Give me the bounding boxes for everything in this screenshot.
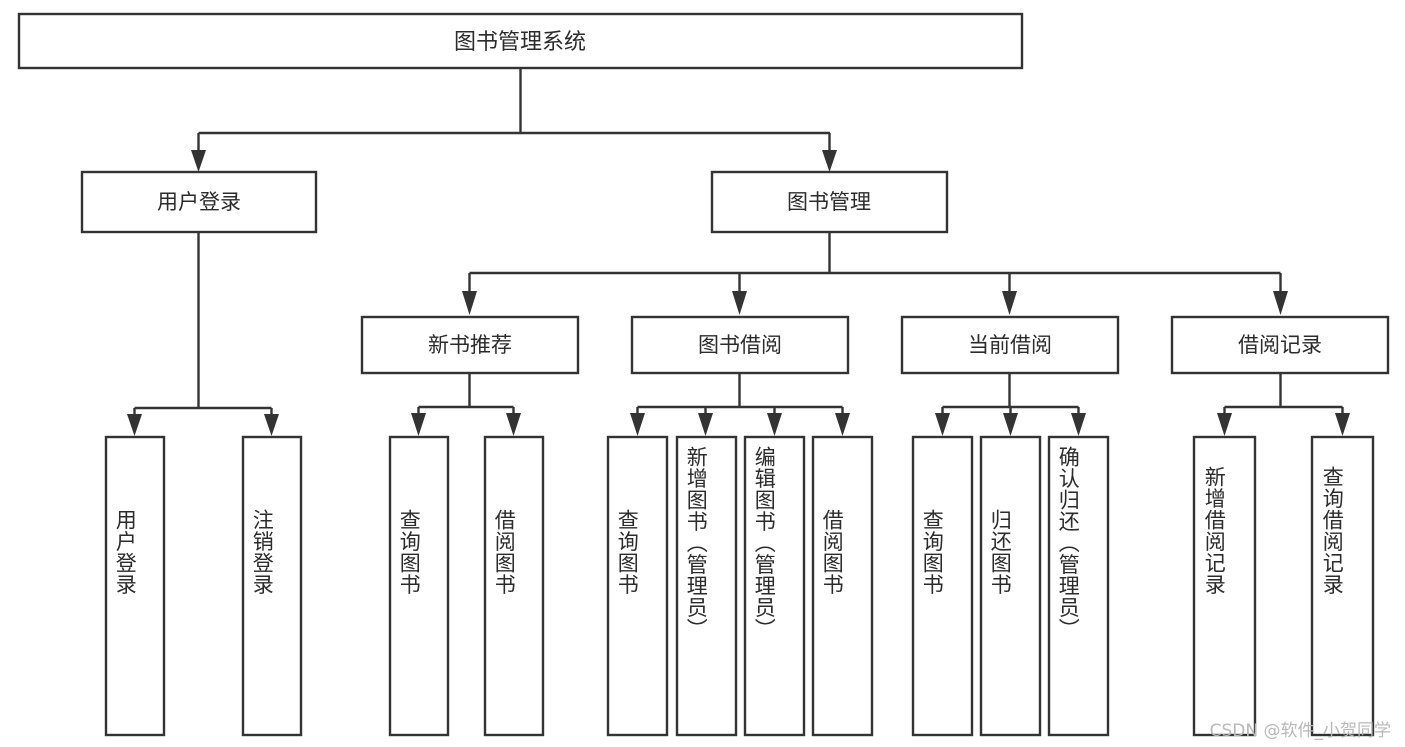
node-borrow-record[interactable]: 借阅记录 <box>1170 315 1390 375</box>
node-new-book-recommend-label: 新书推荐 <box>428 333 512 357</box>
arrow-head-leaf-query-book-1 <box>411 413 426 436</box>
arrow-head-leaf-query-record <box>1335 413 1350 436</box>
arrow-head-leaf-add-book <box>698 413 713 436</box>
node-root-label: 图书管理系统 <box>454 30 586 55</box>
arrow-head-user-login <box>191 150 206 172</box>
node-leaf-query-record-box[interactable] <box>1310 435 1375 737</box>
leaf-box-layer <box>104 435 1375 737</box>
node-leaf-add-record-box[interactable] <box>1192 435 1257 737</box>
node-leaf-borrow-book-2-box[interactable] <box>811 435 874 737</box>
node-root-box[interactable] <box>17 12 1024 70</box>
node-user-login[interactable]: 用户登录 <box>80 170 318 234</box>
node-leaf-edit-book-box[interactable] <box>743 435 806 737</box>
node-leaf-query-book-3-box[interactable] <box>911 435 974 737</box>
arrow-head-leaf-confirm-return <box>1071 413 1086 436</box>
node-current-borrow-box[interactable] <box>900 315 1120 375</box>
node-leaf-logout-login-box[interactable] <box>241 435 303 737</box>
node-borrow-record-label: 借阅记录 <box>1238 333 1322 357</box>
arrow-head-leaf-borrow-book-2 <box>835 413 850 436</box>
arrow-head-leaf-query-book-3 <box>935 413 950 436</box>
arrow-head-new-book-recommend <box>462 291 477 315</box>
node-root[interactable]: 图书管理系统 <box>17 12 1024 70</box>
node-leaf-borrow-book-1-box[interactable] <box>483 435 545 737</box>
node-leaf-query-book-1-box[interactable] <box>388 435 450 737</box>
node-leaf-confirm-return-box[interactable] <box>1047 435 1110 737</box>
node-book-manage-label: 图书管理 <box>787 190 871 214</box>
node-new-book-recommend[interactable]: 新书推荐 <box>360 315 580 375</box>
node-leaf-query-book-2-box[interactable] <box>606 435 669 737</box>
arrow-head-book-manage <box>822 150 837 172</box>
node-book-borrow-box[interactable] <box>630 315 850 375</box>
node-current-borrow-label: 当前借阅 <box>968 333 1052 357</box>
arrow-head-book-borrow <box>732 291 747 315</box>
node-borrow-record-box[interactable] <box>1170 315 1390 375</box>
node-current-borrow[interactable]: 当前借阅 <box>900 315 1120 375</box>
arrow-head-leaf-edit-book <box>767 413 782 436</box>
node-user-login-label: 用户登录 <box>157 190 241 214</box>
arrow-head-current-borrow <box>1002 291 1017 315</box>
connector-layer <box>127 68 1350 436</box>
node-user-login-box[interactable] <box>80 170 318 234</box>
arrow-head-borrow-record <box>1273 291 1288 315</box>
arrow-head-leaf-return-book <box>1003 413 1018 436</box>
arrow-head-leaf-borrow-book-1 <box>506 413 521 436</box>
node-leaf-return-book-box[interactable] <box>979 435 1042 737</box>
node-leaf-add-book-box[interactable] <box>675 435 738 737</box>
node-new-book-recommend-box[interactable] <box>360 315 580 375</box>
node-book-borrow[interactable]: 图书借阅 <box>630 315 850 375</box>
arrow-head-leaf-logout-login <box>264 414 279 436</box>
arrow-head-leaf-user-login <box>127 414 142 436</box>
arrow-head-leaf-add-record <box>1217 413 1232 436</box>
arrow-head-leaf-query-book-2 <box>630 413 645 436</box>
node-book-borrow-label: 图书借阅 <box>698 333 782 357</box>
node-book-manage[interactable]: 图书管理 <box>710 170 949 234</box>
node-leaf-user-login-box[interactable] <box>104 435 166 737</box>
node-book-manage-box[interactable] <box>710 170 949 234</box>
